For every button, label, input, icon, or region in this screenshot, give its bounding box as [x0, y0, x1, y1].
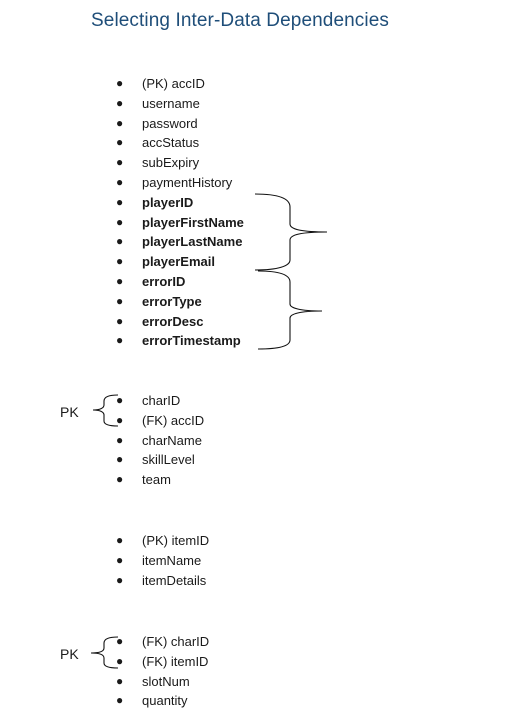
list-item: ● charName: [0, 431, 204, 451]
list-item: ● quantity: [0, 691, 209, 711]
list-item: ● playerLastName: [0, 232, 244, 252]
attribute-label: (FK) itemID: [142, 653, 209, 669]
bullet-icon: ●: [116, 174, 124, 189]
character-attribute-list: ● charID ● (FK) accID ● charName ● skillLeve…: [0, 391, 204, 490]
bullet-icon: ●: [116, 76, 124, 90]
bullet-icon: ●: [116, 135, 124, 150]
attribute-label: skillLevel: [142, 452, 195, 468]
attribute-label: itemName: [142, 552, 202, 568]
bullet-icon: ●: [116, 273, 124, 288]
list-item: ● errorTimestamp: [0, 331, 244, 351]
list-item: ● itemName: [0, 551, 209, 571]
bullet-icon: ●: [116, 393, 124, 407]
list-item: ● paymentHistory: [0, 173, 244, 193]
bullet-icon: ●: [116, 313, 124, 328]
bullet-icon: ●: [116, 412, 124, 427]
item-attribute-list: ● (PK) itemID ● itemName ● itemDetails: [0, 531, 209, 590]
list-item: ● itemDetails: [0, 571, 209, 591]
bullet-icon: ●: [116, 333, 124, 348]
bullet-icon: ●: [116, 234, 124, 249]
attribute-label: playerLastName: [142, 234, 243, 250]
bullet-icon: ●: [116, 432, 124, 447]
list-item: ● errorDesc: [0, 312, 244, 332]
attribute-label: slotNum: [142, 673, 190, 689]
list-item: ● errorType: [0, 292, 244, 312]
list-item: ● subExpiry: [0, 153, 244, 173]
bullet-icon: ●: [116, 155, 124, 170]
player-fields-brace: [254, 193, 328, 271]
account-attribute-list: ● (PK) accID ● username ● password ● accStat…: [0, 74, 244, 351]
bullet-icon: ●: [116, 115, 124, 130]
attribute-label: team: [142, 472, 171, 488]
attribute-label: paymentHistory: [142, 174, 233, 190]
bullet-icon: ●: [116, 693, 124, 708]
list-item: ● (PK) itemID: [0, 531, 209, 551]
bullet-icon: ●: [116, 634, 124, 648]
attribute-label: charName: [142, 432, 202, 448]
pk-label: PK: [60, 646, 79, 662]
attribute-label: (FK) accID: [142, 412, 205, 428]
attribute-label: accStatus: [142, 135, 200, 151]
attribute-label: subExpiry: [142, 155, 200, 171]
attribute-label: password: [142, 115, 198, 131]
page-title: Selecting Inter-Data Dependencies: [91, 10, 389, 31]
list-item: ● team: [0, 470, 204, 490]
bullet-icon: ●: [116, 194, 124, 209]
bullet-icon: ●: [116, 472, 124, 487]
attribute-label: playerEmail: [142, 254, 215, 270]
attribute-label: quantity: [142, 693, 188, 709]
bullet-icon: ●: [116, 673, 124, 688]
attribute-label: (PK) itemID: [142, 533, 210, 548]
list-item: ● password: [0, 114, 244, 134]
pk-label: PK: [60, 404, 79, 420]
attribute-label: playerFirstName: [142, 214, 244, 230]
list-item: ● errorID: [0, 272, 244, 292]
inventory-attribute-list: ● (FK) charID ● (FK) itemID ● slotNum ● quan…: [0, 632, 209, 711]
list-item: ● playerFirstName: [0, 213, 244, 233]
list-item: ● (FK) charID: [0, 632, 209, 652]
attribute-label: errorDesc: [142, 313, 204, 329]
attribute-label: errorTimestamp: [142, 333, 241, 349]
list-item: ● username: [0, 94, 244, 114]
attribute-label: errorType: [142, 293, 202, 309]
list-item: ● playerEmail: [0, 252, 244, 272]
list-item: ● (PK) accID: [0, 74, 244, 94]
list-item: ● slotNum: [0, 672, 209, 692]
list-item: ● (FK) accID: [0, 411, 204, 431]
list-item: ● accStatus: [0, 133, 244, 153]
attribute-label: itemDetails: [142, 572, 207, 588]
attribute-label: errorID: [142, 273, 186, 289]
bullet-icon: ●: [116, 214, 124, 229]
bullet-icon: ●: [116, 572, 124, 587]
bullet-icon: ●: [116, 552, 124, 567]
attribute-label: playerID: [142, 194, 194, 210]
list-item: ● charID: [0, 391, 204, 411]
attribute-label: (FK) charID: [142, 634, 210, 649]
attribute-label: username: [142, 95, 200, 111]
error-fields-brace: [257, 270, 323, 350]
bullet-icon: ●: [116, 293, 124, 308]
list-item: ● (FK) itemID: [0, 652, 209, 672]
bullet-icon: ●: [116, 254, 124, 269]
bullet-icon: ●: [116, 533, 124, 547]
bullet-icon: ●: [116, 653, 124, 668]
bullet-icon: ●: [116, 452, 124, 467]
attribute-label: charID: [142, 393, 181, 408]
attribute-label: (PK) accID: [142, 76, 205, 91]
bullet-icon: ●: [116, 95, 124, 110]
list-item: ● skillLevel: [0, 450, 204, 470]
list-item: ● playerID: [0, 193, 244, 213]
